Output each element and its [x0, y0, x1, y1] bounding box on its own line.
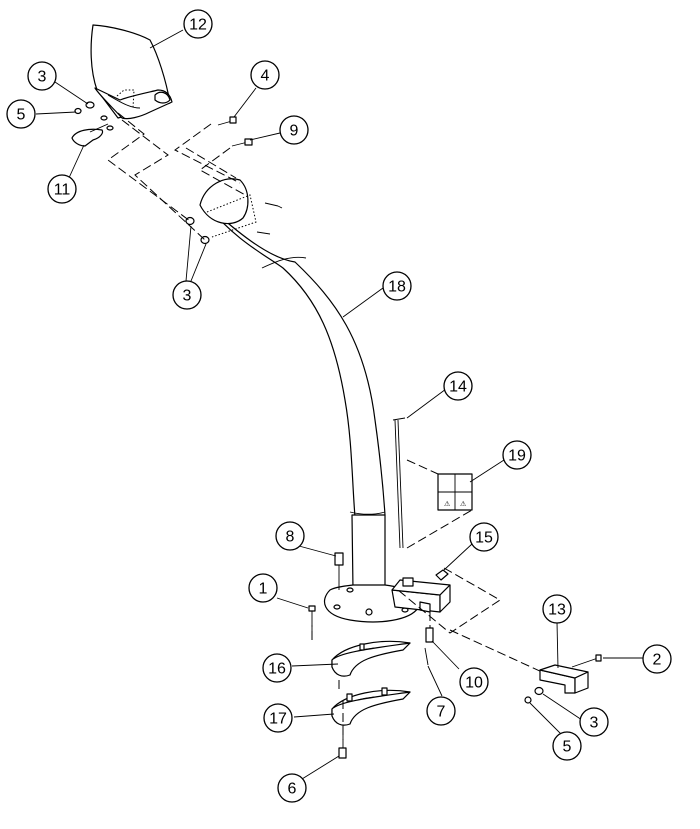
callout-16: 16 [262, 653, 292, 683]
callout-14: 14 [443, 371, 473, 401]
callout-15: 15 [469, 522, 499, 552]
svg-text:17: 17 [269, 711, 287, 728]
svg-text:⚠: ⚠ [460, 500, 466, 508]
callout-5-bottom: 5 [552, 731, 582, 761]
svg-text:7: 7 [437, 704, 446, 721]
svg-text:⚠: ⚠ [444, 500, 450, 508]
callout-6: 6 [277, 773, 307, 803]
svg-text:4: 4 [261, 68, 270, 85]
half-ring-plates [331, 640, 411, 726]
svg-text:8: 8 [286, 529, 295, 546]
callout-4: 4 [250, 60, 280, 90]
assembly-lines-base [311, 625, 543, 740]
screws-top [217, 116, 253, 147]
svg-text:3: 3 [590, 715, 599, 732]
svg-text:16: 16 [268, 661, 286, 678]
svg-text:5: 5 [17, 107, 26, 124]
callout-1: 1 [248, 573, 278, 603]
spring-and-pin [424, 612, 434, 666]
callout-3-bottom: 3 [579, 707, 609, 737]
callout-10: 10 [459, 667, 489, 697]
svg-text:3: 3 [38, 69, 47, 86]
svg-text:10: 10 [465, 675, 483, 692]
callout-18: 18 [382, 271, 412, 301]
svg-text:6: 6 [288, 781, 297, 798]
callout-3-top: 3 [27, 61, 57, 91]
callout-2: 2 [642, 644, 672, 674]
callout-9: 9 [279, 115, 309, 145]
svg-text:2: 2 [653, 652, 662, 669]
svg-text:11: 11 [54, 182, 71, 199]
svg-text:1: 1 [259, 581, 268, 598]
tube-washers [185, 216, 210, 245]
callout-12: 12 [183, 9, 213, 39]
svg-text:19: 19 [508, 448, 526, 465]
callout-3-mid: 3 [172, 280, 202, 310]
callout-5-top: 5 [6, 99, 36, 129]
callout-8: 8 [275, 521, 305, 551]
svg-text:12: 12 [189, 17, 207, 34]
top-cap [90, 24, 173, 120]
cap-hardware [74, 101, 114, 131]
assembly-lines-top [107, 112, 248, 241]
svg-text:18: 18 [388, 279, 406, 296]
leader-lines [35, 29, 644, 780]
square-tube-bracket [391, 577, 451, 613]
wing-knob [71, 123, 109, 147]
pin-15 [397, 567, 501, 634]
svg-text:15: 15 [475, 530, 493, 547]
callout-19: 19 [502, 440, 532, 470]
svg-text:3: 3 [183, 288, 192, 305]
svg-text:13: 13 [548, 602, 566, 619]
callout-7: 7 [426, 696, 456, 726]
callout-11: 11 [47, 174, 77, 204]
callout-13: 13 [542, 594, 572, 624]
svg-text:5: 5 [563, 739, 572, 756]
svg-text:9: 9 [290, 123, 299, 140]
clip-bracket [524, 654, 602, 704]
svg-text:14: 14 [449, 379, 467, 396]
callout-17: 17 [263, 703, 293, 733]
decal-and-pin: ⚠ ⚠ [392, 417, 473, 549]
